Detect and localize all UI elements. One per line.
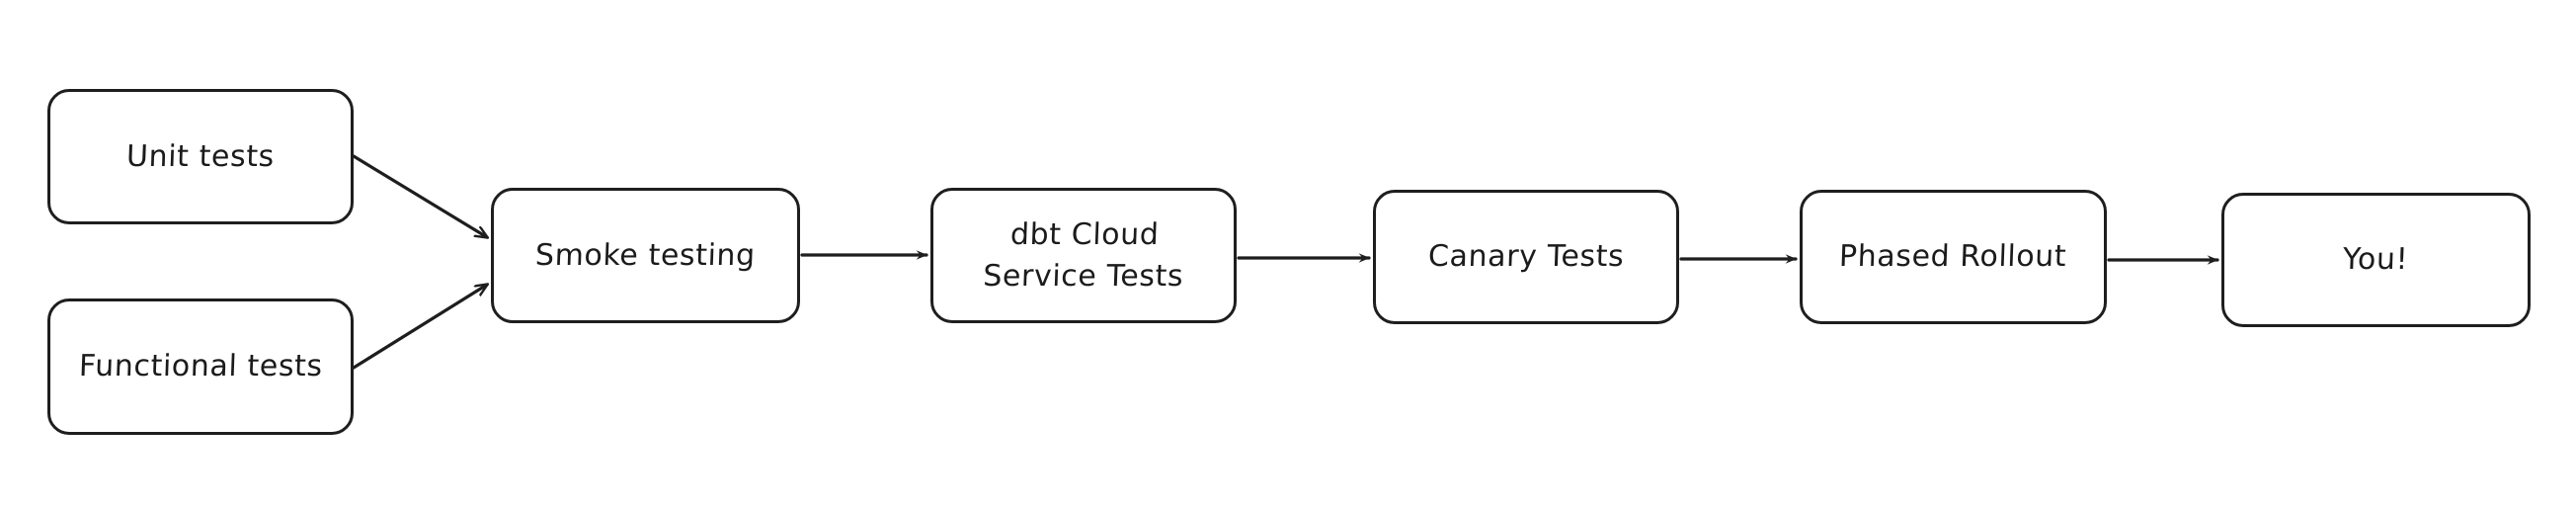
node-smoke-testing[interactable]: Smoke testing [491, 188, 800, 323]
node-label: Functional tests [78, 349, 323, 383]
node-unit-tests[interactable]: Unit tests [47, 89, 354, 224]
node-you[interactable]: You! [2221, 193, 2531, 327]
node-label: dbt Cloud Service Tests [982, 216, 1184, 294]
flow-arrow [352, 154, 487, 237]
node-functional-tests[interactable]: Functional tests [47, 298, 354, 435]
node-label: Phased Rollout [1838, 239, 2068, 274]
node-label: Canary Tests [1427, 239, 1625, 274]
node-label: You! [2342, 242, 2410, 277]
node-canary-tests[interactable]: Canary Tests [1373, 190, 1679, 324]
node-phased-rollout[interactable]: Phased Rollout [1800, 190, 2107, 324]
node-label: Smoke testing [534, 237, 757, 273]
node-label: Unit tests [125, 138, 276, 174]
node-dbt-cloud-service-tests[interactable]: dbt Cloud Service Tests [930, 188, 1237, 323]
flow-arrow [352, 285, 487, 370]
